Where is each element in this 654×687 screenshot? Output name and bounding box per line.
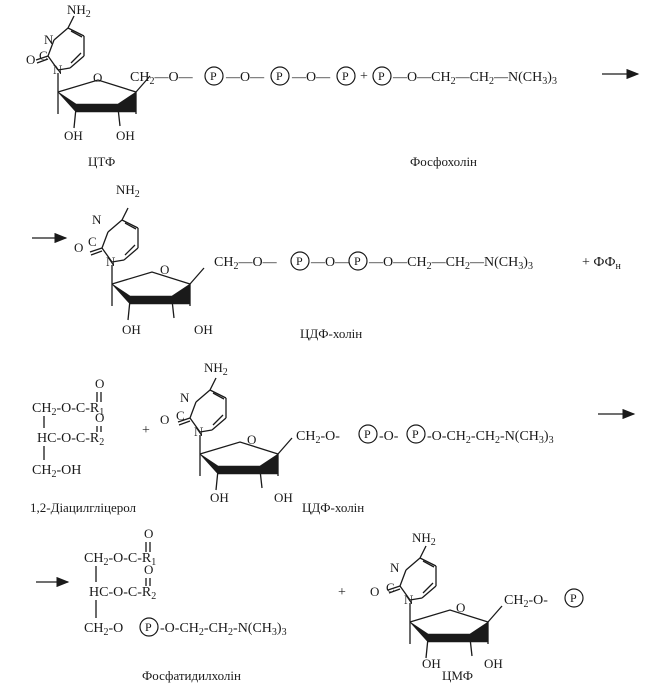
phosphocholine-phosphate: P bbox=[372, 66, 392, 86]
phosphocholine-chain: —O—CH2—CH2—N(CH3)3 bbox=[392, 70, 557, 87]
cdp2-oh-3: OH bbox=[274, 490, 293, 505]
svg-text:P: P bbox=[412, 427, 419, 441]
pc-choline-chain: -O-CH2-CH2-N(CH3)3 bbox=[160, 621, 287, 638]
cdp-chain: CH2—O— bbox=[214, 255, 278, 272]
cdp2-phosphate-2: P bbox=[406, 424, 426, 444]
pc-phosphate: P bbox=[139, 617, 159, 637]
cdp-n3: N bbox=[92, 212, 102, 227]
svg-text:O: O bbox=[95, 376, 104, 391]
ctp-c2: C bbox=[39, 48, 48, 63]
cdp-oh-3: OH bbox=[194, 322, 213, 337]
phosphatidylcholine-structure: CH2-O-C-R1 HC-O-C-R2 CH2-O O O bbox=[84, 526, 156, 638]
ctp-o-link-2: —O— bbox=[291, 70, 331, 85]
svg-text:O: O bbox=[95, 410, 104, 425]
cmp-oh-2: OH bbox=[422, 656, 441, 671]
cdp-phosphate-1: P bbox=[290, 251, 310, 271]
svg-text:P: P bbox=[354, 254, 361, 268]
ctp-phosphate-2: P bbox=[270, 66, 290, 86]
label-phosphocholine: Фосфохолін bbox=[410, 154, 477, 169]
cdp2-c2: C bbox=[176, 408, 185, 423]
cdp-o2: O bbox=[74, 240, 83, 255]
cdp-n1: N bbox=[106, 254, 116, 269]
ctp-phosphate-1: P bbox=[204, 66, 224, 86]
ctp-ring-o: O bbox=[93, 70, 102, 85]
cdp2-choline-chain: -O-CH2-CH2-N(CH3)3 bbox=[427, 429, 554, 446]
cdp2-n3: N bbox=[180, 390, 190, 405]
svg-text:P: P bbox=[210, 69, 217, 83]
svg-text:CH2-O-C-R1: CH2-O-C-R1 bbox=[84, 551, 156, 568]
svg-text:P: P bbox=[296, 254, 303, 268]
svg-text:P: P bbox=[145, 620, 152, 634]
cdp-o-link: —O— bbox=[310, 255, 350, 270]
ctp-chain: CH2—O— bbox=[130, 70, 194, 87]
label-cdp-choline-2: ЦДФ-холін bbox=[302, 500, 364, 515]
svg-text:HC-O-C-R2: HC-O-C-R2 bbox=[37, 431, 104, 448]
ctp-o-link-1: —O— bbox=[225, 70, 265, 85]
cdp-oh-2: OH bbox=[122, 322, 141, 337]
cmp-n1: N bbox=[404, 592, 414, 607]
cdp2-ring-o: O bbox=[247, 432, 256, 447]
cdp2-o-link: -O- bbox=[379, 429, 399, 444]
diacylglycerol-structure: CH2-O-C-R1 HC-O-C-R2 CH2-OH O O bbox=[32, 376, 104, 480]
cdp2-o2: O bbox=[160, 412, 169, 427]
cmp-chain: CH2-O- bbox=[504, 593, 548, 610]
cdp2-n1: N bbox=[194, 424, 204, 439]
svg-text:HC-O-C-R2: HC-O-C-R2 bbox=[89, 585, 156, 602]
cdp-choline-chain: —O—CH2—CH2—N(CH3)3 bbox=[368, 255, 533, 272]
cmp-c2: C bbox=[386, 580, 395, 595]
ctp-oh-2: OH bbox=[64, 128, 83, 143]
svg-text:P: P bbox=[364, 427, 371, 441]
cmp-nh2: NH2 bbox=[412, 530, 436, 548]
cmp-ring-o: O bbox=[456, 600, 465, 615]
label-diacylglycerol: 1,2-Діацилгліцерол bbox=[30, 500, 137, 515]
plus-1: + bbox=[360, 69, 368, 84]
svg-text:CH2-O: CH2-O bbox=[84, 621, 123, 638]
cdp-ring-o: O bbox=[160, 262, 169, 277]
ctp-o2: O bbox=[26, 52, 35, 67]
svg-text:P: P bbox=[342, 69, 349, 83]
svg-text:P: P bbox=[570, 591, 577, 605]
pyrophosphate: + ФФн bbox=[582, 255, 622, 272]
svg-text:CH2-O-C-R1: CH2-O-C-R1 bbox=[32, 401, 104, 418]
ctp-nh2: NH2 bbox=[67, 2, 91, 20]
cmp-oh-3: OH bbox=[484, 656, 503, 671]
cmp-phosphate: P bbox=[564, 588, 584, 608]
plus-3: + bbox=[338, 585, 346, 600]
svg-text:O: O bbox=[144, 562, 153, 577]
svg-text:O: O bbox=[144, 526, 153, 541]
ctp-oh-3: OH bbox=[116, 128, 135, 143]
ctp-n3: N bbox=[44, 32, 54, 47]
cdp-nh2: NH2 bbox=[116, 182, 140, 200]
label-cdp-choline: ЦДФ-холін bbox=[300, 326, 362, 341]
cdp2-oh-2: OH bbox=[210, 490, 229, 505]
cdp-c2: C bbox=[88, 234, 97, 249]
plus-2: + bbox=[142, 423, 150, 438]
cdp2-chain: CH2-O- bbox=[296, 429, 340, 446]
label-ctp: ЦТФ bbox=[88, 154, 115, 169]
ctp-n1: N bbox=[53, 62, 63, 77]
cmp-n3: N bbox=[390, 560, 400, 575]
svg-text:P: P bbox=[378, 69, 385, 83]
svg-text:CH2-OH: CH2-OH bbox=[32, 463, 81, 480]
cmp-o2: O bbox=[370, 584, 379, 599]
label-cmp: ЦМФ bbox=[442, 668, 473, 683]
cdp2-phosphate-1: P bbox=[358, 424, 378, 444]
svg-text:P: P bbox=[276, 69, 283, 83]
ctp-phosphate-3: P bbox=[336, 66, 356, 86]
cdp2-nh2: NH2 bbox=[204, 360, 228, 378]
cdp-phosphate-2: P bbox=[348, 251, 368, 271]
label-phosphatidylcholine: Фосфатидилхолін bbox=[142, 668, 241, 683]
